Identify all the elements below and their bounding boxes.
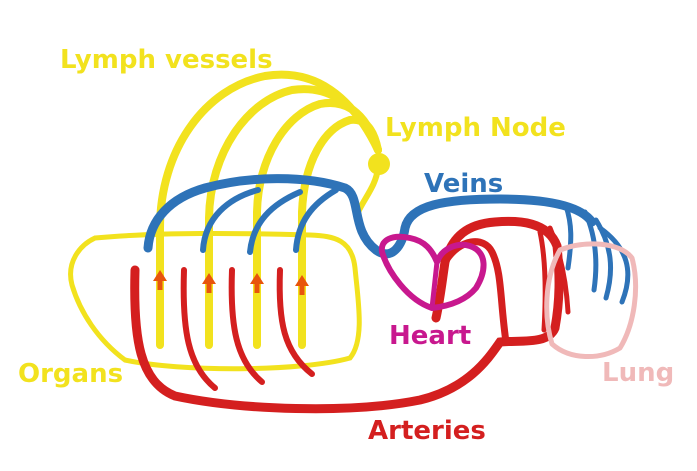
vein-branch-1 [200, 187, 261, 253]
arteries [130, 216, 571, 414]
vein-branch-2 [247, 189, 303, 255]
label-heart: Heart [389, 321, 472, 351]
heart-icon [378, 233, 487, 311]
flow-arrows [153, 270, 309, 295]
up-arrow-icon [295, 275, 309, 295]
up-arrow-icon [153, 270, 167, 290]
vein-branch-3 [293, 187, 339, 253]
artery-branch-1 [180, 267, 218, 391]
organs-outline [68, 230, 362, 372]
lymph-vessel-4 [298, 115, 382, 349]
vein-lung-4 [597, 225, 631, 305]
up-arrow-icon [250, 273, 264, 293]
vein-lung-1 [563, 203, 574, 271]
artery-branch-2 [228, 267, 265, 385]
label-lung: Lung [602, 358, 675, 388]
lymph-node-icon [368, 153, 390, 175]
lung-outline [544, 241, 639, 360]
label-veins: Veins [424, 169, 504, 199]
artery-main [130, 216, 564, 414]
label-lymph-vessels: Lymph vessels [60, 45, 273, 75]
lymph-to-vein [355, 165, 381, 215]
artery-lung-1 [537, 229, 548, 333]
artery-branch-3 [276, 267, 315, 377]
vein-main [143, 174, 597, 259]
veins [143, 174, 631, 305]
heart-septum [429, 259, 440, 311]
label-organs: Organs [18, 359, 124, 389]
up-arrow-icon [202, 273, 216, 293]
vein-lung-2 [582, 209, 599, 293]
artery-lung-2 [547, 225, 571, 315]
label-arteries: Arteries [368, 416, 486, 446]
label-lymph-node: Lymph Node [385, 113, 566, 143]
